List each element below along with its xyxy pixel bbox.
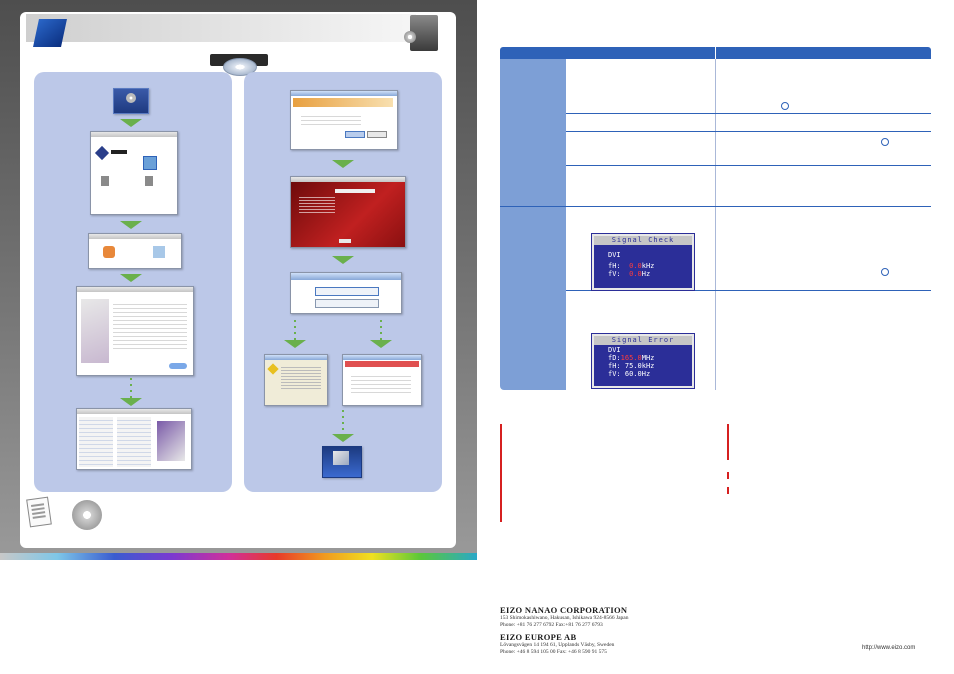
osd-fv-label: fV: <box>608 270 621 278</box>
user-account-control-screenshot <box>290 90 398 150</box>
table-header <box>500 47 931 59</box>
osd-input-label: DVI <box>608 251 621 259</box>
optional-step-dots <box>130 378 132 398</box>
computer-icon <box>404 15 438 51</box>
osd-fv-value: 0.0 <box>629 270 642 278</box>
cd-rom-icon <box>223 58 257 76</box>
optional-step-dots <box>380 320 382 340</box>
note-marker-bar <box>500 424 502 522</box>
header-banner <box>26 14 416 42</box>
step-arrow <box>370 340 392 348</box>
osd-fv-unit: Hz <box>641 270 651 278</box>
osd-fh-value: 0.0 <box>629 262 642 270</box>
osd-fv-label: fV: <box>608 370 621 378</box>
signal-error-osd: Signal Error DVI fD:165.0MHz fH: 75.0kHz… <box>591 333 695 389</box>
company-address: Lövangsvägen 14 194 61, Upplands Väsby, … <box>500 642 615 648</box>
optional-step-dots <box>342 410 344 430</box>
osd-fd-unit: MHz <box>641 354 655 362</box>
program-compatibility-screenshot <box>342 354 422 406</box>
finder-window-screenshot <box>90 131 178 215</box>
osd-fd-value: 165.0 <box>620 354 642 362</box>
footer-company-2: EIZO EUROPE AB Lövangsvägen 14 194 61, U… <box>500 632 800 656</box>
website-link[interactable]: http://www.eizo.com <box>862 645 916 651</box>
osd-fh-label: fH: <box>608 362 621 370</box>
step-arrow <box>332 160 354 168</box>
osd-fh-label: fH: <box>608 262 621 270</box>
column-divider <box>715 59 716 390</box>
logo-icon <box>33 19 67 47</box>
manual-document-icon <box>26 496 52 528</box>
osd-fh-unit: kHz <box>641 262 655 270</box>
step-arrow <box>120 398 142 406</box>
row-divider <box>566 165 931 166</box>
rainbow-stripe <box>0 553 477 560</box>
company-address: 153 Shimokashiwano, Hakusan, Ishikawa 92… <box>500 615 629 621</box>
reference-number-icon <box>781 102 789 110</box>
osd-fd-label: fD: <box>608 354 621 362</box>
osd-input-label: DVI <box>608 346 621 354</box>
row-divider <box>566 131 931 132</box>
step-arrow <box>120 274 142 282</box>
osd-fv-value: 60.0 <box>624 370 642 378</box>
osd-fv-unit: Hz <box>641 370 651 378</box>
colornavigator-folder-screenshot <box>88 233 182 269</box>
signal-check-osd: Signal Check DVI fH: 0.0kHz fV: 0.0Hz <box>591 233 695 291</box>
footer-company-1: EIZO NANAO CORPORATION 153 Shimokashiwan… <box>500 605 800 629</box>
company-name: EIZO NANAO CORPORATION <box>500 605 628 615</box>
installer-splash-screenshot <box>290 176 406 248</box>
optional-step-dots <box>294 320 296 340</box>
row-divider <box>566 290 931 291</box>
reference-number-icon <box>881 138 889 146</box>
step-arrow <box>120 119 142 127</box>
step-arrow <box>332 434 354 442</box>
install-warning-screenshot <box>264 354 328 406</box>
step-arrow <box>284 340 306 348</box>
osd-fh-value: 75.0 <box>624 362 642 370</box>
company-name: EIZO EUROPE AB <box>500 632 577 642</box>
company-phone: Phone: +81 76 277 6792 Fax:+81 76 277 67… <box>500 622 603 628</box>
row-divider <box>500 206 931 207</box>
step-arrow <box>332 256 354 264</box>
osd-fh-unit: kHz <box>641 362 655 370</box>
colornavigator-app-screenshot <box>76 408 192 470</box>
note-marker-bar <box>727 472 729 479</box>
company-phone: Phone: +46 8 594 105 00 Fax: +46 8 590 9… <box>500 649 607 655</box>
colornavigator-desktop-icon <box>322 446 362 478</box>
reference-number-icon <box>881 268 889 276</box>
osd-title: Signal Error <box>594 336 692 345</box>
row-divider <box>566 113 931 114</box>
colornavigator-setup-dialog-screenshot <box>290 272 402 314</box>
mac-installer-screenshot <box>76 286 194 376</box>
cd-rom-icon <box>72 500 102 530</box>
osd-title: Signal Check <box>594 236 692 245</box>
note-marker-bar <box>727 487 729 494</box>
note-marker-bar <box>727 424 729 460</box>
step-arrow <box>120 221 142 229</box>
cd-volume-icon-screenshot <box>113 88 149 114</box>
